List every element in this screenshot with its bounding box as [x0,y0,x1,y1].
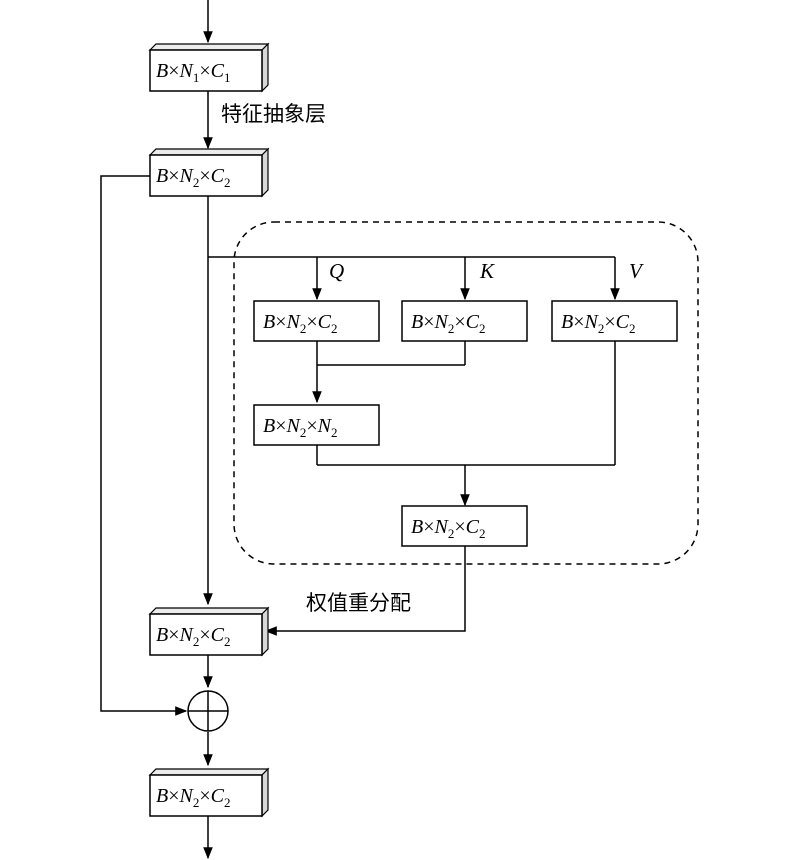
weight-redistribution-arrow [264,546,466,636]
reweighted-tensor-box: B×N2×C2 [148,606,270,657]
attention-output-box: B×N2×C2 [401,505,528,547]
dim-label: B×N2×C2 [156,785,230,810]
dim-label: B×N2×C2 [411,311,485,336]
dim-label: B×N2×C2 [263,311,337,336]
key-tensor-box: B×N2×C2 [401,300,528,342]
feature-tensor-box: B×N2×C2 [148,147,270,198]
v-label: V [629,259,644,283]
dim-label: B×N2×N2 [263,415,337,440]
query-tensor-box: B×N2×C2 [253,300,380,342]
input-tensor-box: B×N1×C1 [148,42,270,93]
value-tensor-box: B×N2×C2 [551,300,678,342]
skip-connection-arrow [100,175,188,716]
output-tensor-box: B×N2×C2 [148,767,270,818]
dim-label: B×N2×C2 [561,311,635,336]
k-label: K [479,259,495,283]
attention-map-box: B×N2×N2 [253,404,380,446]
elementwise-sum-icon [187,690,229,732]
dim-label: B×N2×C2 [156,165,230,190]
weight-redistribution-label: 权值重分配 [306,591,411,615]
dim-label: B×N1×C1 [156,60,230,85]
dim-label: B×N2×C2 [411,516,485,541]
attention-module-region [233,221,699,565]
q-label: Q [329,259,344,283]
feature-abstraction-label: 特征抽象层 [221,102,326,126]
connectors [100,0,620,860]
dim-label: B×N2×C2 [156,624,230,649]
